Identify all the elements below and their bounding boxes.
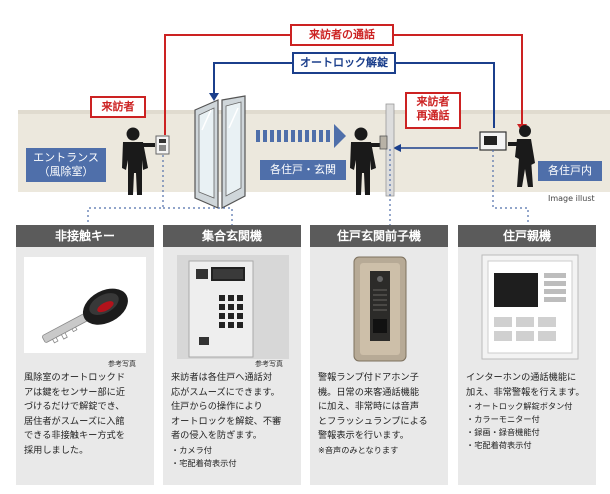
card-title: 非接触キー [16,225,154,247]
card-description: 風除室のオートロックド アは鍵をセンサー部に近 づけるだけで解錠でき、 居住者が… [24,372,126,456]
card-entrance-intercom: 集合玄関機 参考写真 来訪者は各住戸へ通話対 応がスムーズにできます。 住戸から… [163,225,301,485]
master-unit-device-icon [481,254,579,360]
card-title: 住戸親機 [458,225,596,247]
card-description: 来訪者は各住戸へ通話対 応がスムーズにできます。 住戸からの操作により オートロ… [171,372,282,441]
master-unit-photo [458,247,596,367]
visitor-label: 来訪者 [90,96,146,118]
entrance-intercom-icon [177,255,289,359]
visitor-figure [122,127,155,195]
card-description: インターホンの通話機能に 加え、非常警報を行えます。 [466,372,585,398]
card-title: 住戸玄関前子機 [310,225,448,247]
direction-arrows [256,124,346,148]
photo-note: 参考写真 [108,360,136,368]
entrance-label: エントランス （風除室） [26,148,106,182]
door-handset-photo [310,247,448,367]
card-master-unit: 住戸親機 インターホンの通話機能に 加え、非常警報を行えます。 ・オートロック解… [458,225,596,485]
recall-arrowhead [393,144,401,152]
card-footnote: ※音声のみとなります [318,444,399,455]
corridor-label: 各住戸・玄関 [260,160,346,180]
card-features: ・カメラ付 ・宅配着荷表示付 [171,444,237,468]
image-note: Image illust [548,194,595,203]
card-title: 集合玄関機 [163,225,301,247]
glass-doors [194,95,246,209]
visitor-recall-label: 来訪者 再通話 [405,92,461,129]
connector-lines [87,149,529,225]
autolock-label: オートロック解錠 [292,52,396,74]
resident-figure [508,125,535,187]
entrance-panel-photo: 参考写真 [163,247,301,368]
photo-note: 参考写真 [255,360,283,368]
visitor-at-door-figure [350,127,381,195]
key-icon [24,257,146,353]
entrance-panel-icon [155,135,170,155]
master-unit-icon [479,131,507,151]
key-photo: 参考写真 [16,247,154,368]
door-handset-icon [379,135,388,150]
card-features: ・オートロック解錠ボタン付 ・カラーモニター付 ・録画・録音機能付 ・宅配着荷表… [466,401,573,450]
door-handset-device-icon [353,256,407,362]
card-description: 警報ランプ付ドアホン子 機。日常の来客通話機能 に加え、非常時には音声 とフラッ… [318,372,428,441]
floor-shadow [18,110,610,114]
autolock-arrowhead [209,93,219,101]
unit-interior-label: 各住戸内 [538,161,602,181]
card-non-contact-key: 非接触キー 参考写真 風除室のオートロックド アは鍵をセンサー部に近 づけるだけ… [16,225,154,485]
visitor-call-label: 来訪者の通話 [290,24,394,46]
card-door-handset: 住戸玄関前子機 警報ランプ付ドアホン子 機。日常の来客通話機能 に加え、非常時に… [310,225,448,485]
